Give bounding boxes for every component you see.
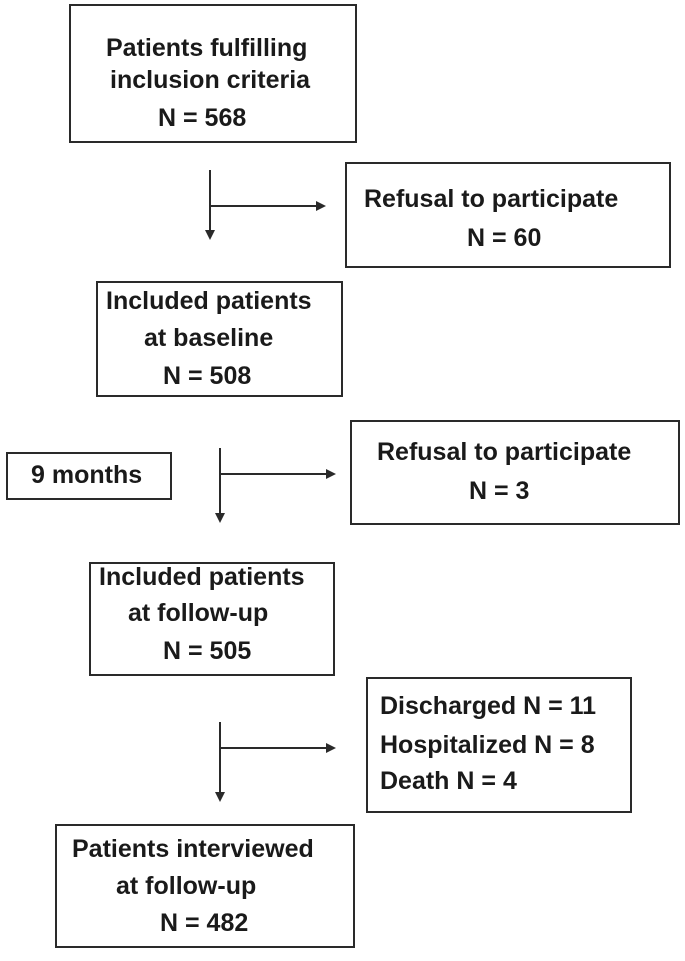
eligible-patients-line2: inclusion criteria — [110, 66, 311, 94]
eligible-patients-box — [69, 4, 357, 143]
baseline-included-line1: Included patients — [106, 287, 312, 315]
hospitalized-count: Hospitalized N = 8 — [380, 731, 595, 759]
interviewed-patients-line2: at follow-up — [116, 872, 257, 900]
baseline-included-box — [96, 281, 343, 397]
interviewed-patients-count: N = 482 — [160, 909, 249, 937]
time-interval-box — [6, 452, 172, 500]
interviewed-patients-box — [55, 824, 355, 948]
baseline-included-count: N = 508 — [163, 362, 252, 390]
baseline-included-line2: at baseline — [144, 324, 274, 352]
time-interval-label: 9 months — [31, 461, 143, 489]
followup-included-line2: at follow-up — [128, 599, 269, 627]
followup-included-count: N = 505 — [163, 637, 252, 665]
followup-included-line1: Included patients — [99, 563, 305, 591]
followup-refusal-label: Refusal to participate — [377, 438, 632, 466]
followup-refusal-box — [350, 420, 680, 525]
eligible-patients-count: N = 568 — [158, 104, 247, 132]
followup-refusal-count: N = 3 — [469, 477, 530, 505]
eligible-patients-line1: Patients fulfilling — [106, 34, 308, 62]
attrition-details-box — [366, 677, 632, 813]
interviewed-patients-line1: Patients interviewed — [72, 835, 314, 863]
discharged-count: Discharged N = 11 — [380, 692, 597, 720]
baseline-refusal-count: N = 60 — [467, 224, 542, 252]
baseline-refusal-box — [345, 162, 671, 268]
baseline-refusal-label: Refusal to participate — [364, 185, 619, 213]
death-count: Death N = 4 — [380, 767, 517, 795]
followup-included-box — [89, 562, 335, 676]
